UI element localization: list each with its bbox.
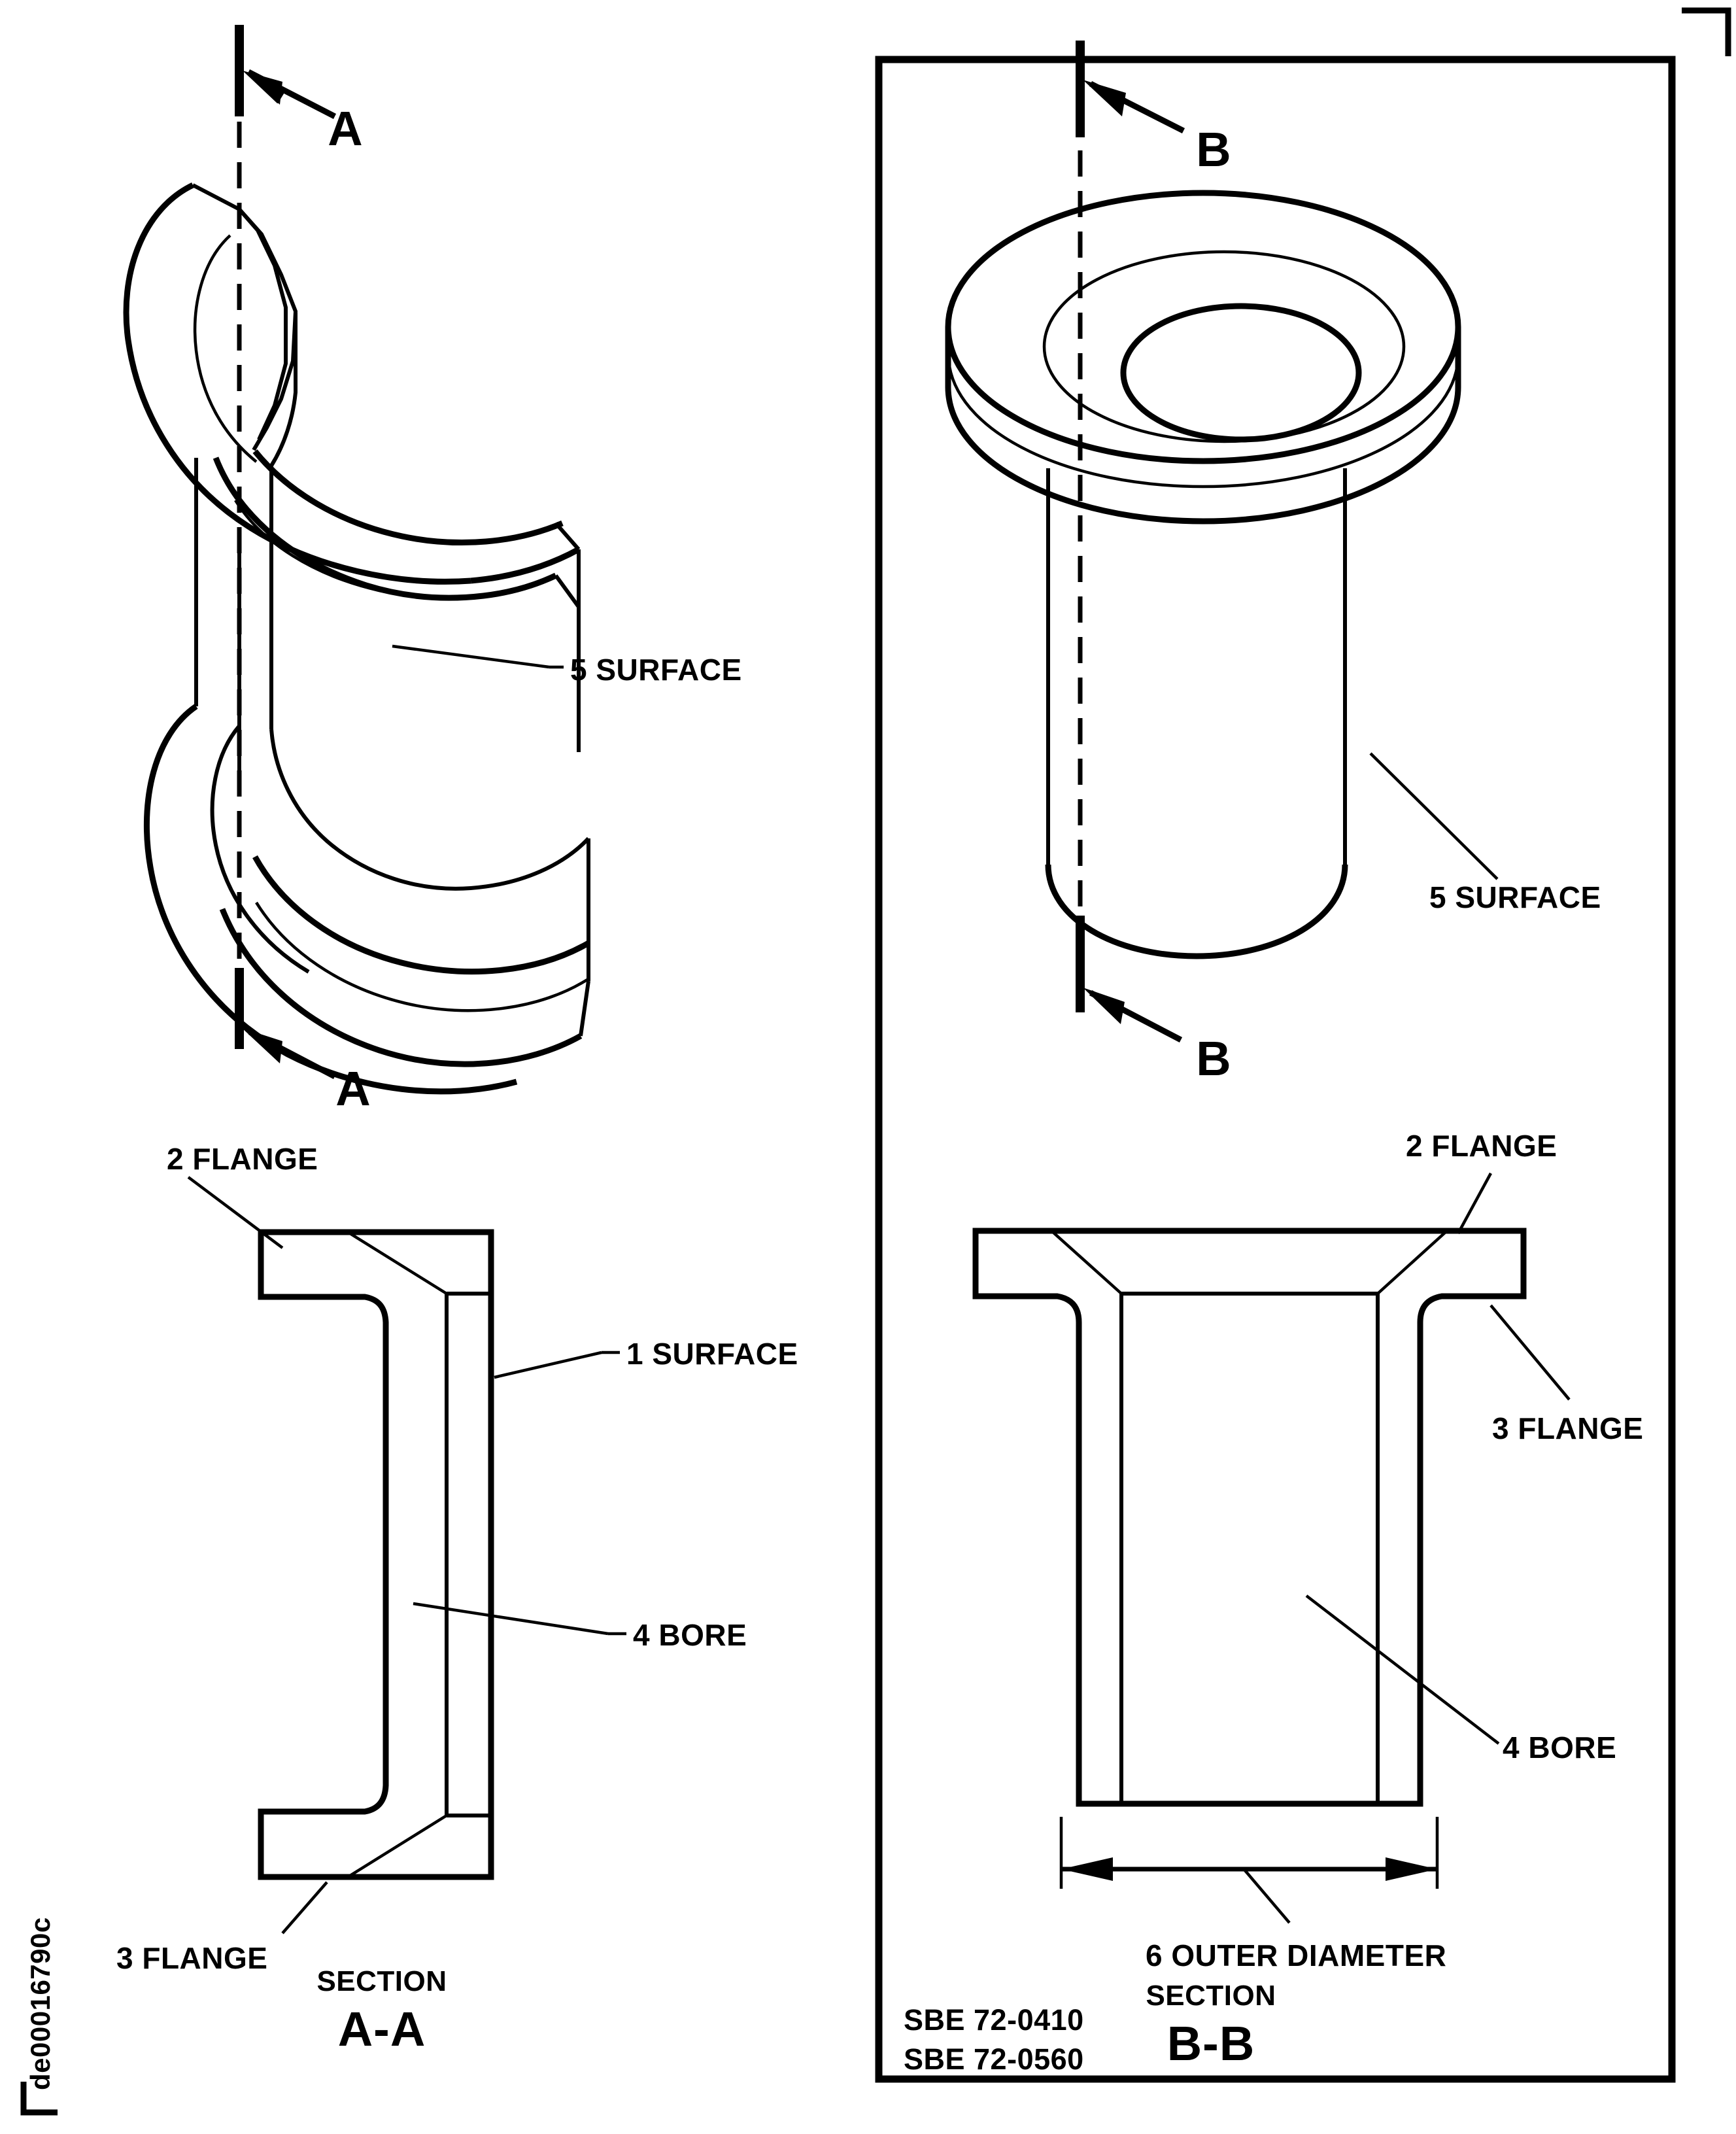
flange-bottom-right-end-bevel (579, 980, 590, 1037)
callout-3-flange-left: 3 FLANGE (116, 1941, 267, 1975)
section-bb-word: SECTION (1146, 1980, 1276, 2012)
section-arrow-b-top-head (1083, 80, 1126, 116)
section-aa-bottom-chamfer (347, 1814, 448, 1878)
flange-top-cut-edge-lower (269, 379, 298, 467)
callout-3-flange-left-leader (281, 1881, 328, 1935)
callout-3-flange-right-leader (1489, 1304, 1571, 1401)
flange-outer-side-wall (945, 327, 1461, 525)
callout-2-flange-left: 2 FLANGE (167, 1142, 318, 1176)
section-bb-outline (972, 1228, 1527, 1807)
right-panel-border (875, 56, 1676, 2083)
flange-bottom-inner-upper-arc (210, 725, 310, 974)
section-bb-id: B-B (1167, 2016, 1255, 2071)
flange-bottom-seam-arc (947, 364, 1459, 489)
flange-top-right-end-bottom (554, 574, 581, 608)
section-arrow-b-bottom-head (1083, 988, 1125, 1024)
callout-6-outer-diameter-leader (1244, 1869, 1291, 1924)
dim-arrowhead-right (1386, 1857, 1437, 1881)
flange-top-underside-arc (252, 449, 564, 545)
section-arrow-label-b-bottom: B (1196, 1031, 1231, 1086)
flange-top-outer-upper-arc-right (470, 547, 581, 584)
callout-4-bore-left: 4 BORE (633, 1618, 747, 1652)
callout-1-surface: 1 SURFACE (626, 1337, 798, 1371)
section-arrow-a-bottom (235, 968, 337, 1079)
flange-top-thickness-seam (234, 499, 553, 600)
section-arrow-a-top-head-2 (243, 71, 282, 105)
section-aa-id: A-A (338, 2002, 426, 2056)
callout-4-bore-right: 4 BORE (1503, 1730, 1616, 1764)
section-bb-left-chamfer (1050, 1230, 1123, 1295)
callout-5-surface-right: 5 SURFACE (1429, 880, 1601, 914)
section-arrow-b-bottom (1076, 916, 1183, 1042)
flange-top-bore-arc (193, 234, 258, 463)
section-arrow-label-b-top: B (1196, 122, 1231, 177)
section-aa-outline (258, 1229, 494, 1880)
callout-2-flange-right: 2 FLANGE (1406, 1129, 1557, 1163)
section-arrow-label-a-bottom: A (335, 1061, 370, 1116)
section-arrow-b-top (1076, 41, 1185, 137)
callout-1-surface-leader (494, 1351, 602, 1379)
section-arrow-label-a-top: A (328, 101, 362, 156)
flange-bottom-mid-arc (252, 855, 590, 975)
section-bb-view: 2 FLANGE 3 FLANGE 4 BORE 6 OUTER DIAMETE… (904, 1129, 1643, 2076)
section-aa-view: 2 FLANGE 1 SURFACE 4 BORE 3 FLANGE SECTI… (116, 1142, 798, 2056)
callout-5-surface-left-leader (392, 644, 550, 669)
crop-mark-bottom-left (20, 2082, 58, 2116)
section-aa-word: SECTION (316, 1965, 447, 1997)
part-number-2: SBE 72-0560 (904, 2042, 1084, 2076)
bore-top-ellipse (1120, 303, 1362, 443)
section-arrow-a-top (235, 25, 337, 120)
callout-6-outer-diameter: 6 OUTER DIAMETER (1146, 1938, 1446, 1972)
right-isometric-view: B B 5 SURFACE (945, 41, 1601, 1086)
section-aa-top-chamfer (347, 1231, 448, 1295)
callout-3-flange-right: 3 FLANGE (1492, 1411, 1643, 1445)
callout-2-flange-left-leader (187, 1176, 284, 1249)
flange-top-cut-face (192, 183, 298, 451)
flange-top-outer-ellipse (945, 190, 1461, 464)
flange-top-right-end-bevel (554, 522, 581, 551)
callout-5-surface-left: 5 SURFACE (570, 653, 742, 687)
shank-bottom-arc (1045, 864, 1348, 959)
flange-top-outer-upper-arc (123, 182, 471, 585)
callout-2-flange-right-leader (1457, 1172, 1492, 1235)
section-bb-right-chamfer (1376, 1230, 1448, 1295)
dimension-outer-diameter: 6 OUTER DIAMETER (1059, 1817, 1446, 1972)
figure-id-code: de00016790c (25, 1917, 56, 2090)
callout-4-bore-left-leader (413, 1602, 609, 1636)
callout-5-surface-right-leader (1369, 752, 1499, 880)
section-arrow-a-bottom-head (242, 1028, 282, 1063)
dim-arrowhead-left (1061, 1857, 1113, 1881)
crop-mark-top-right (1682, 7, 1731, 56)
flange-bottom-upper-arc (143, 704, 518, 1095)
flange-bottom-thickness-seam (255, 901, 588, 1012)
part-number-1: SBE 72-0410 (904, 2003, 1084, 2037)
flange-bottom-bore-fillet (269, 729, 590, 891)
figure-id-group: de00016790c (25, 1917, 56, 2090)
left-isometric-cutaway-view: A A 5 SURFACE (123, 25, 742, 1116)
flange-bottom-front-bottom-arc (219, 908, 583, 1067)
callout-4-bore-right-leader (1305, 1594, 1500, 1745)
flange-top-cut-face-inner (237, 208, 288, 441)
